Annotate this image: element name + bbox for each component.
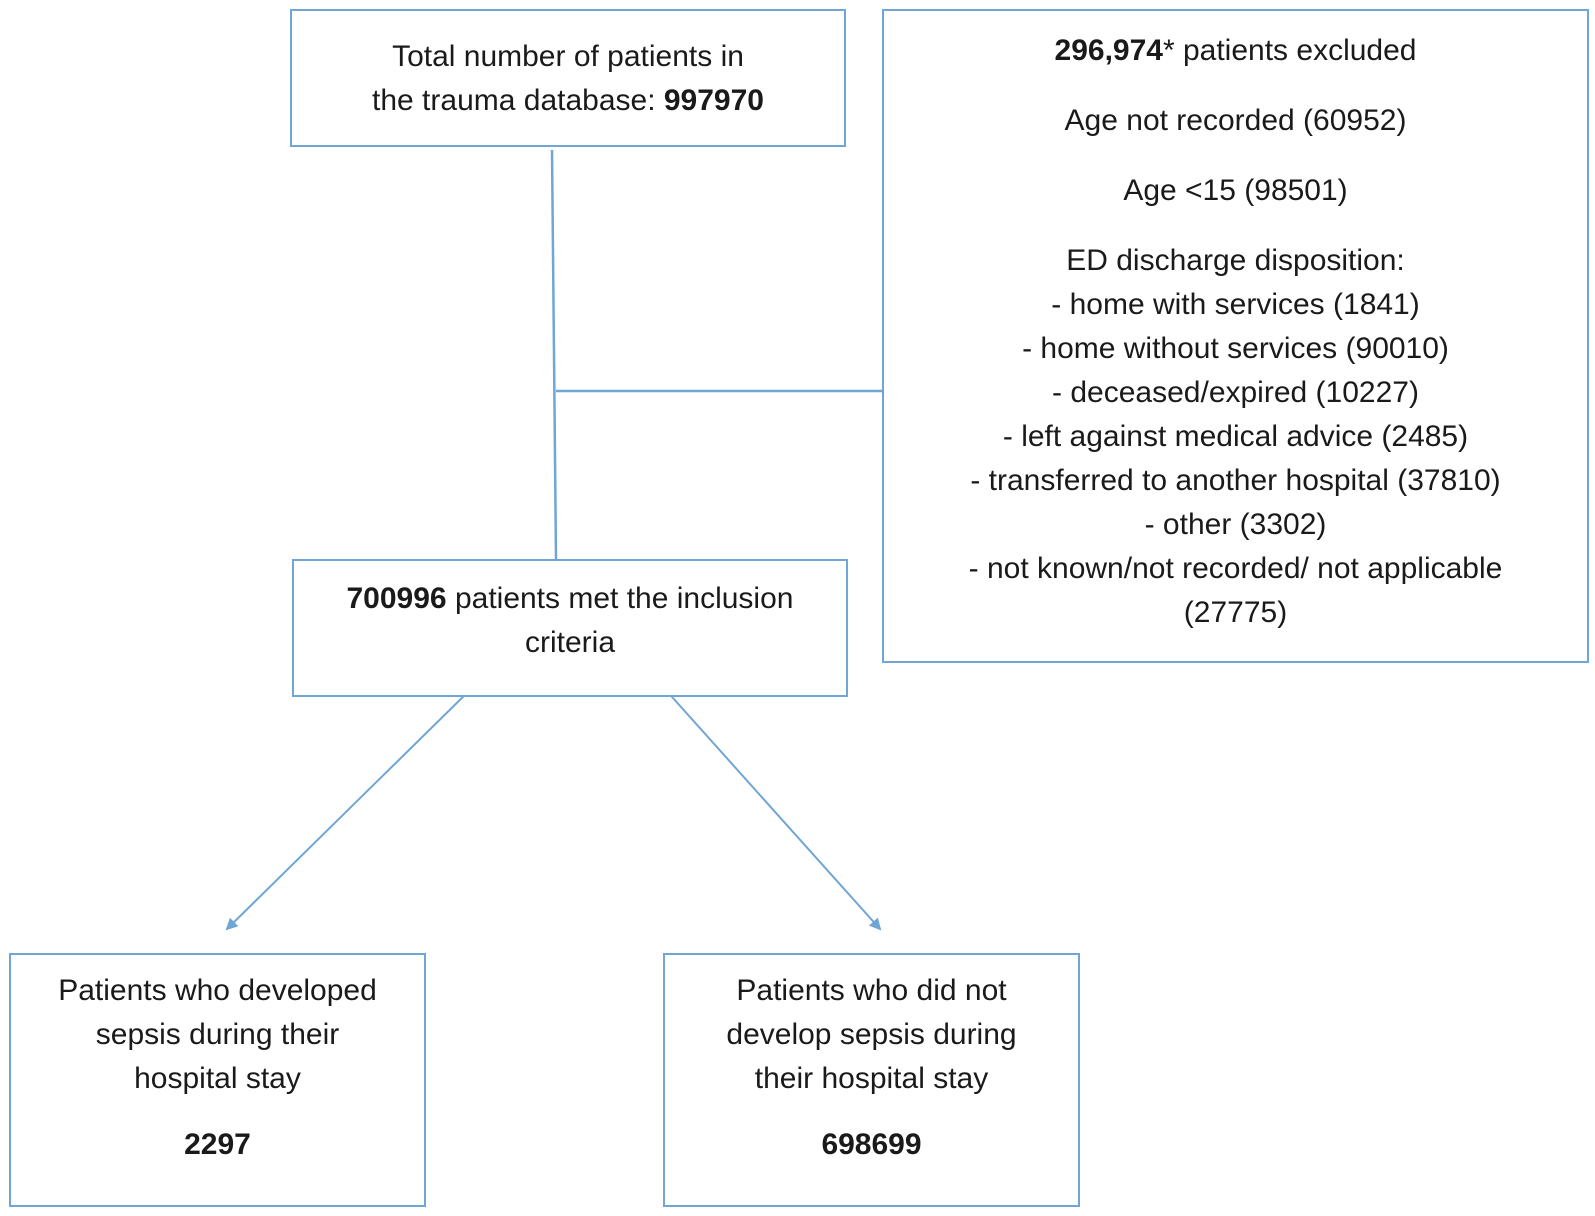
no-sepsis-line-1: Patients who did not <box>736 974 1007 1007</box>
sepsis-line-3: hospital stay <box>134 1062 301 1095</box>
sepsis-line-1: Patients who developed <box>58 974 377 1007</box>
ed-item: - not known/not recorded/ not applicable <box>968 552 1503 585</box>
included-line-1: 700996 patients met the inclusion <box>294 577 846 621</box>
no-sepsis-line-2: develop sepsis during <box>726 1018 1017 1051</box>
no-sepsis-line-3: their hospital stay <box>754 1062 989 1095</box>
sepsis-count: 2297 <box>184 1128 251 1161</box>
ed-discharge-heading: ED discharge disposition: <box>1066 244 1405 277</box>
sepsis-line-2: sepsis during their <box>95 1018 340 1051</box>
ed-item: - other (3302) <box>1144 508 1327 541</box>
age-under-15: Age <15 (98501) <box>1123 174 1348 207</box>
age-not-recorded: Age not recorded (60952) <box>1064 104 1407 137</box>
ed-item: - home without services (90010) <box>1022 332 1449 365</box>
excluded-patients-box: 296,974* patients excluded Age not recor… <box>882 9 1589 663</box>
excluded-count: 296,974 <box>1054 34 1163 67</box>
ed-item: - left against medical advice (2485) <box>1002 420 1469 453</box>
included-line-2: criteria <box>524 626 615 659</box>
included-patients-box: 700996 patients met the inclusion criter… <box>292 559 848 697</box>
ed-item: - transferred to another hospital (37810… <box>970 464 1501 497</box>
total-patients-box: Total number of patients in the trauma d… <box>290 9 846 147</box>
total-count: 997970 <box>663 84 764 117</box>
excluded-header: 296,974* patients excluded <box>884 29 1587 73</box>
total-line-1: Total number of patients in <box>392 40 744 73</box>
included-line-1-suffix: patients met the inclusion <box>446 582 794 615</box>
total-line-2-prefix: the trauma database: <box>372 84 664 117</box>
included-count: 700996 <box>346 582 447 615</box>
ed-item: - home with services (1841) <box>1051 288 1420 321</box>
ed-item: - deceased/expired (10227) <box>1052 376 1419 409</box>
connector-total-to-included <box>550 149 558 560</box>
connector-included-to-no-sepsis <box>663 687 882 931</box>
excluded-count-suffix: * patients excluded <box>1162 34 1417 67</box>
ed-item: (27775) <box>1183 596 1288 629</box>
no-sepsis-patients-box: Patients who did not develop sepsis duri… <box>663 953 1080 1207</box>
no-sepsis-count: 698699 <box>821 1128 922 1161</box>
connector-included-to-sepsis <box>225 687 473 931</box>
total-line-2: the trauma database: 997970 <box>292 79 844 123</box>
sepsis-patients-box: Patients who developed sepsis during the… <box>9 953 426 1207</box>
